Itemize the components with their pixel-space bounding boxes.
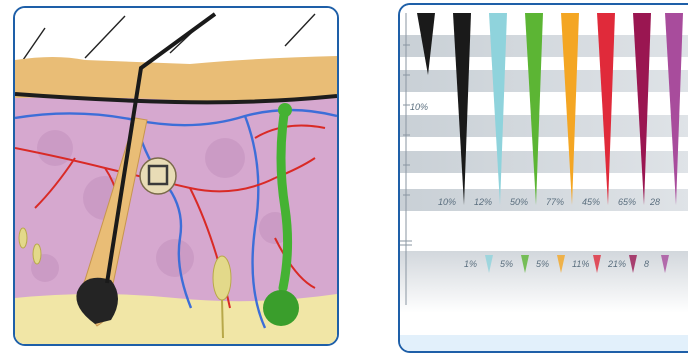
lower-percent-label-3: 5% — [536, 259, 549, 269]
lower-percent-label-1: 1% — [464, 259, 477, 269]
lower-percent-label-6: 8 — [644, 259, 649, 269]
upper-percent-label-7: 28 — [649, 197, 660, 207]
upper-percent-label-5: 45% — [582, 197, 600, 207]
upper-percent-label-3: 50% — [510, 197, 528, 207]
sebaceous-gland-icon — [140, 158, 176, 194]
lower-percent-label-2: 5% — [500, 259, 513, 269]
upper-percent-label-6: 65% — [618, 197, 636, 207]
lower-percent-label-4: 11% — [572, 259, 589, 269]
skin-illustration — [15, 8, 337, 344]
left-percent-label: 10% — [410, 102, 428, 112]
upper-percent-label-2: 12% — [474, 197, 492, 207]
hair-color-wedge-panel: 10% 10% 12% 50% 77% 45% 65% 28 1% 5% 5% 11% 21% 8 — [398, 3, 688, 353]
lower-percent-label-5: 21% — [607, 259, 626, 269]
upper-percent-label-4: 77% — [546, 197, 564, 207]
skin-cross-section-panel — [13, 6, 339, 346]
hair-color-wedge-chart: 10% 10% 12% 50% 77% 45% 65% 28 1% 5% 5% 11% 21% 8 — [400, 5, 688, 353]
upper-percent-label-1: 10% — [438, 197, 456, 207]
